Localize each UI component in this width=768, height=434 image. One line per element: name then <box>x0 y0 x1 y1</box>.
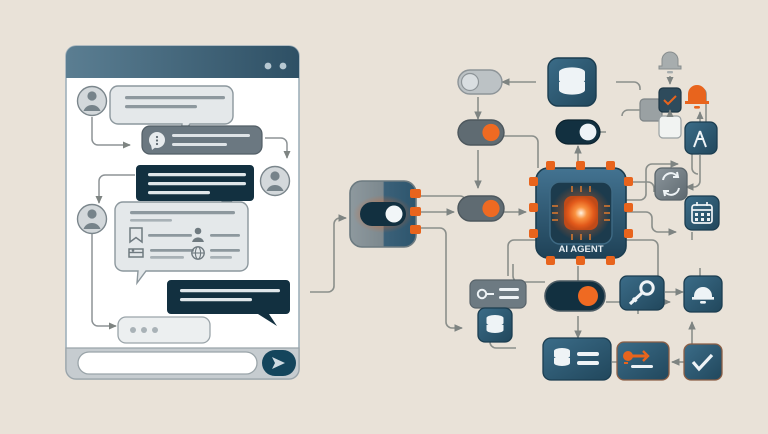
message-bubble-gray <box>141 125 263 155</box>
flow-arrow <box>265 137 291 159</box>
flow-arrow <box>95 174 135 204</box>
flow-arrow <box>91 117 131 149</box>
connector-pin <box>410 225 421 234</box>
square-white-sm[interactable] <box>658 115 682 139</box>
window-dot-1[interactable] <box>264 62 272 70</box>
database-top-node[interactable] <box>547 57 597 107</box>
key-list-icon <box>476 288 519 300</box>
chat-application-window[interactable] <box>65 45 300 380</box>
toggle-agent-in[interactable] <box>555 119 601 145</box>
database-mid-node[interactable] <box>477 307 513 343</box>
window-titlebar <box>66 46 299 78</box>
toggle-lower[interactable] <box>544 280 606 312</box>
key-arrow-node[interactable] <box>616 341 670 381</box>
message-bubble-dark <box>167 280 290 326</box>
send-paper-plane-icon <box>272 357 285 369</box>
database-icon <box>486 315 504 333</box>
check-icon <box>691 353 714 372</box>
ai-agent-label: AI AGENT <box>558 244 603 255</box>
person-icon <box>192 227 204 242</box>
sync-refresh-icon <box>662 171 680 197</box>
message-bubble-dark <box>136 165 254 213</box>
bed-icon <box>128 248 144 258</box>
key-icon <box>628 280 655 306</box>
bookmark-icon <box>129 227 143 244</box>
bell-gray-small[interactable] <box>658 51 682 74</box>
connector-pin <box>410 189 421 198</box>
toggle-mid-a[interactable] <box>457 119 505 146</box>
database-list-icon <box>554 348 599 366</box>
avatar <box>76 85 108 117</box>
pen-compass-icon <box>693 130 707 148</box>
calendar-node[interactable] <box>684 195 720 231</box>
ai-agent-chip[interactable]: AI AGENT <box>529 161 633 265</box>
message-bubble-card <box>114 201 249 286</box>
toggle-mid-b[interactable] <box>457 195 505 222</box>
flow-arrow <box>91 234 117 330</box>
database-record-node[interactable] <box>542 337 612 381</box>
globe-icon <box>191 246 205 260</box>
toggle-top-off[interactable] <box>457 69 503 95</box>
chip-pins <box>529 161 633 265</box>
avatar <box>76 203 108 235</box>
key-node[interactable] <box>619 275 665 311</box>
bell-icon <box>692 287 714 304</box>
key-arrow-icon <box>623 350 653 368</box>
notification-cluster <box>621 51 709 139</box>
bell-orange-small[interactable] <box>685 85 709 109</box>
calendar-icon <box>691 202 713 224</box>
typing-indicator <box>117 316 211 344</box>
key-list-node[interactable] <box>469 279 527 309</box>
composer-bar[interactable] <box>65 347 300 380</box>
connector-pin <box>410 207 421 216</box>
gateway-node[interactable] <box>349 180 421 248</box>
database-icon <box>559 67 585 95</box>
sync-node[interactable] <box>654 167 688 201</box>
message-input[interactable] <box>77 351 258 375</box>
window-dot-2[interactable] <box>279 62 287 70</box>
avatar <box>259 165 291 197</box>
square-dark-sm[interactable] <box>658 87 682 113</box>
checkmark-small-icon <box>663 95 677 106</box>
bell-node[interactable] <box>683 275 723 313</box>
message-bubble-light <box>109 85 234 139</box>
pen-node[interactable] <box>684 121 718 155</box>
check-node[interactable] <box>683 343 723 381</box>
